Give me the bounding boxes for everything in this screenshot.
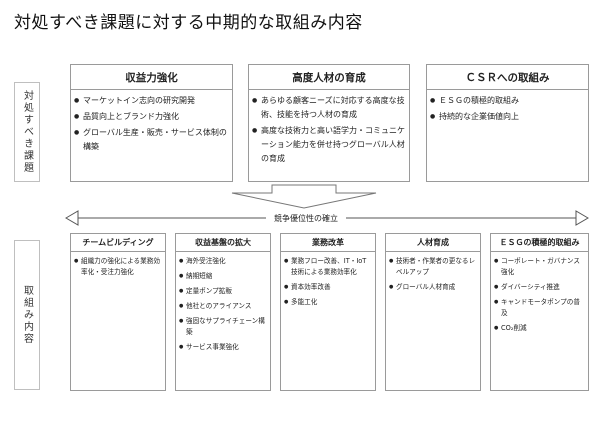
issue-box-title: 高度人材の育成: [249, 65, 409, 90]
list-item: CO₂削減: [494, 323, 585, 334]
action-box-title: ＥＳＧの積極的取組み: [491, 234, 588, 252]
issue-box-title: ＣＳＲへの取組み: [427, 65, 588, 90]
action-box-revenue-base: 収益基盤の拡大 海外受注強化 納期短縮 定量ポンプ拡販 他社とのアライアンス 強…: [175, 233, 271, 391]
list-item: 業務フロー改善、IT・IoT技術による業務効率化: [284, 256, 372, 278]
list-item: 技術者・作業者の更なるレベルアップ: [389, 256, 477, 278]
issue-box-profitability: 収益力強化 マーケットイン志向の研究開発 品質向上とブランド力強化 グローバル生…: [70, 64, 233, 182]
side-label-issues-text: 対処すべき課題: [21, 90, 33, 174]
side-label-issues: 対処すべき課題: [14, 82, 40, 182]
action-box-talent-development: 人材育成 技術者・作業者の更なるレベルアップ グローバル人材育成: [385, 233, 481, 391]
action-box-title: チームビルディング: [71, 234, 165, 252]
list-item: 強固なサプライチェーン構築: [179, 316, 267, 338]
list-item: あらゆる顧客ニーズに対応する高度な技術、技能を持つ人材の育成: [252, 94, 406, 122]
list-item: キャンドモータポンプの普及: [494, 297, 585, 319]
list-item: 納期短縮: [179, 271, 267, 282]
list-item: 持続的な企業価値向上: [430, 110, 585, 124]
issue-list: あらゆる顧客ニーズに対応する高度な技術、技能を持つ人材の育成 高度な技術力と高い…: [249, 90, 409, 166]
action-box-team-building: チームビルディング 組織力の強化による業務効率化・受注力強化: [70, 233, 166, 391]
side-label-actions: 取組み内容: [14, 240, 40, 390]
list-item: 高度な技術力と高い語学力・コミュニケーション能力を併せ持つグローバル人材の育成: [252, 124, 406, 166]
action-box-title: 人材育成: [386, 234, 480, 252]
page-title: 対処すべき課題に対する中期的な取組み内容: [14, 13, 363, 33]
issue-box-title: 収益力強化: [71, 65, 232, 90]
side-label-actions-text: 取組み内容: [21, 285, 33, 345]
list-item: 海外受注強化: [179, 256, 267, 267]
list-item: グローバル生産・販売・サービス体制の構築: [74, 126, 229, 154]
list-item: 組織力の強化による業務効率化・受注力強化: [74, 256, 162, 278]
list-item: 品質向上とブランド力強化: [74, 110, 229, 124]
list-item: マーケットイン志向の研究開発: [74, 94, 229, 108]
competitive-advantage-label: 競争優位性の確立: [266, 213, 346, 224]
list-item: グローバル人材育成: [389, 282, 477, 293]
action-box-esg: ＥＳＧの積極的取組み コーポレート・ガバナンス強化 ダイバーシティ推進 キャンド…: [490, 233, 589, 391]
list-item: ＥＳＧの積極的取組み: [430, 94, 585, 108]
issue-box-talent: 高度人材の育成 あらゆる顧客ニーズに対応する高度な技術、技能を持つ人材の育成 高…: [248, 64, 410, 182]
list-item: 定量ポンプ拡販: [179, 286, 267, 297]
double-arrow-head-left: [65, 210, 79, 226]
list-item: 他社とのアライアンス: [179, 301, 267, 312]
action-box-title: 収益基盤の拡大: [176, 234, 270, 252]
action-list: 技術者・作業者の更なるレベルアップ グローバル人材育成: [386, 252, 480, 293]
issue-box-csr: ＣＳＲへの取組み ＥＳＧの積極的取組み 持続的な企業価値向上: [426, 64, 589, 182]
double-arrow-head-right: [575, 210, 589, 226]
list-item: 多能工化: [284, 297, 372, 308]
down-arrow: [231, 184, 377, 209]
issue-list: マーケットイン志向の研究開発 品質向上とブランド力強化 グローバル生産・販売・サ…: [71, 90, 232, 154]
list-item: サービス事業強化: [179, 342, 267, 353]
list-item: コーポレート・ガバナンス強化: [494, 256, 585, 278]
action-box-title: 業務改革: [281, 234, 375, 252]
action-list: 海外受注強化 納期短縮 定量ポンプ拡販 他社とのアライアンス 強固なサプライチェ…: [176, 252, 270, 353]
list-item: ダイバーシティ推進: [494, 282, 585, 293]
action-box-business-reform: 業務改革 業務フロー改善、IT・IoT技術による業務効率化 資本効率改善 多能工…: [280, 233, 376, 391]
issue-list: ＥＳＧの積極的取組み 持続的な企業価値向上: [427, 90, 588, 124]
action-list: 業務フロー改善、IT・IoT技術による業務効率化 資本効率改善 多能工化: [281, 252, 375, 308]
action-list: コーポレート・ガバナンス強化 ダイバーシティ推進 キャンドモータポンプの普及 C…: [491, 252, 588, 334]
action-list: 組織力の強化による業務効率化・受注力強化: [71, 252, 165, 278]
list-item: 資本効率改善: [284, 282, 372, 293]
